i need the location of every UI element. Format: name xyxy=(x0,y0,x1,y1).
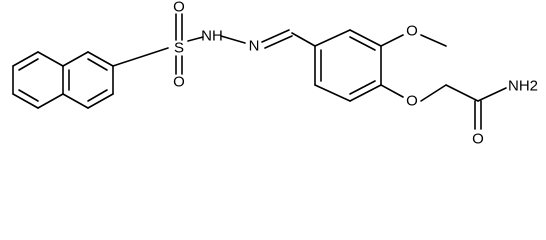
carbonyl-oxygen-label: O xyxy=(472,131,484,148)
hydrazone-linker xyxy=(220,29,316,49)
sulfur-atom-label: S xyxy=(174,40,184,57)
benzene-ring xyxy=(314,29,382,102)
amide-nh2-label: NH2 xyxy=(508,78,538,95)
methoxy-oxygen-label: O xyxy=(406,23,418,40)
sulfonyl-oxygen-top-label: O xyxy=(173,0,185,16)
naphthalene-ring-right xyxy=(62,51,114,109)
sulfonamide-nh-label: NH xyxy=(201,28,223,45)
sulfonyl-group xyxy=(112,13,204,75)
oxyacetamide-chain xyxy=(380,84,507,130)
ether-oxygen-label: O xyxy=(406,93,418,110)
structure-canvas: S O O NH N O O O NH2 xyxy=(12,0,538,148)
chemical-structure-diagram: S O O NH N O O O NH2 xyxy=(12,0,538,148)
imine-nitrogen-label: N xyxy=(249,38,260,55)
methoxy-group xyxy=(380,34,447,47)
naphthalene-ring-left xyxy=(12,51,64,109)
sulfonyl-oxygen-bottom-label: O xyxy=(173,74,185,91)
